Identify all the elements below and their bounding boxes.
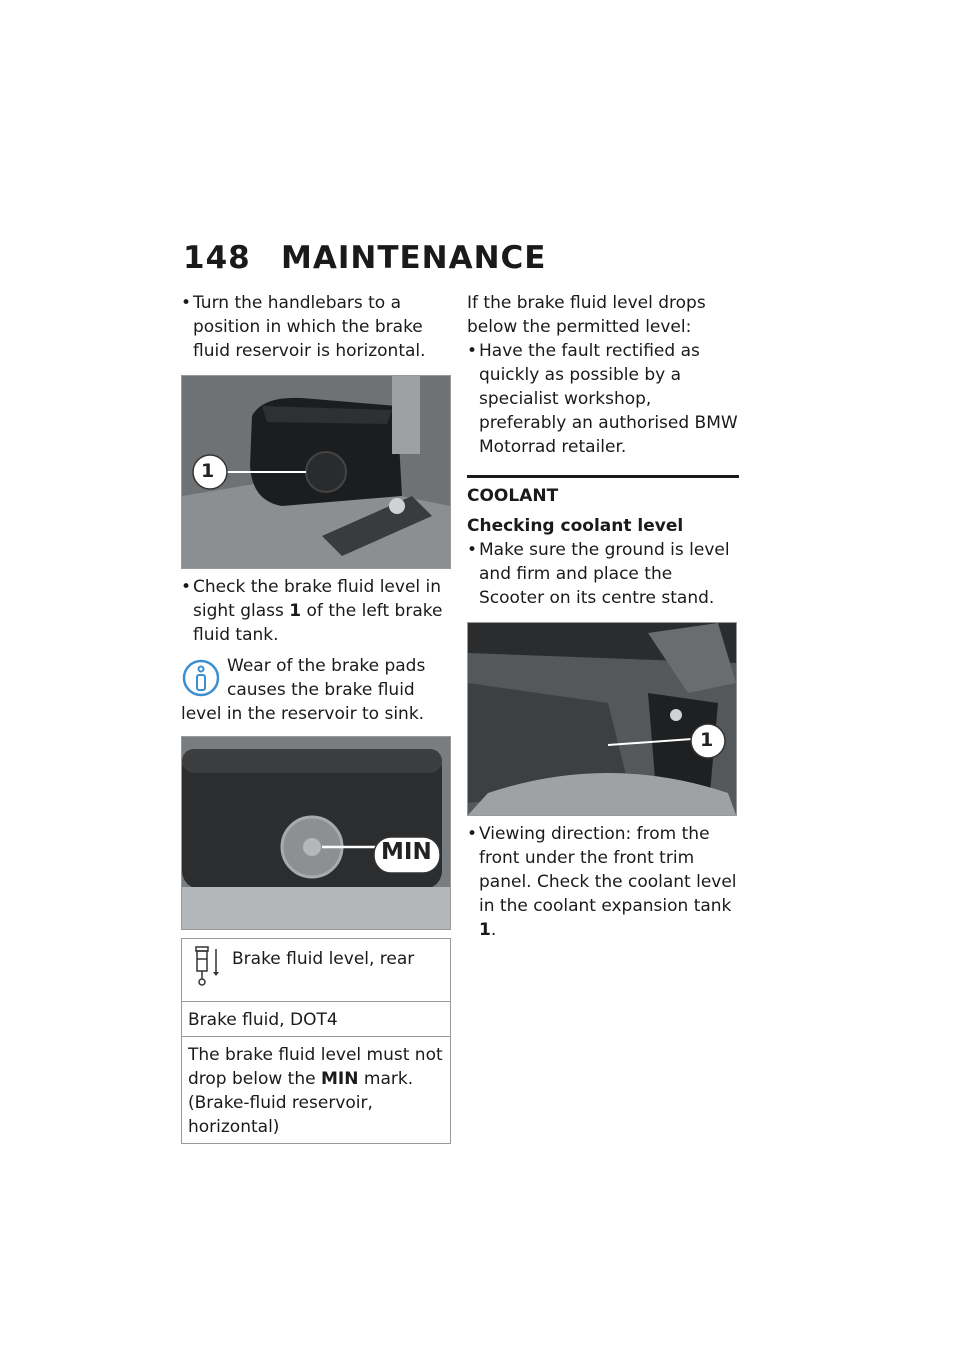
intro-text: If the brake fluid level drops below the… (467, 293, 706, 337)
list-item: •Turn the handlebars to a position in wh… (181, 293, 426, 361)
list-item: •Viewing direction: from the front under… (467, 824, 737, 940)
callout-label: MIN (381, 839, 432, 865)
callout-label: 1 (201, 460, 215, 482)
spec-row: The brake fluid level must not drop belo… (182, 1036, 450, 1143)
coolant-tank-photo: 1 (467, 622, 737, 816)
section-divider: COOLANT (467, 475, 739, 508)
brake-reservoir-illustration (182, 376, 450, 568)
info-note: Wear of the brake pads causes the brake … (181, 654, 451, 726)
spec-title: Brake fluid level, rear (232, 949, 415, 969)
list-item: •Check the brake fluid level in sight gl… (181, 577, 443, 645)
reference-number: 1 (289, 601, 302, 621)
info-icon (182, 659, 220, 697)
page-header: 148 MAINTENANCE (183, 240, 546, 276)
bullet-dot: • (181, 577, 192, 597)
bullet-dot: • (467, 540, 478, 560)
left-column: •Turn the handlebars to a position in wh… (181, 291, 451, 1144)
section-title: MAINTENANCE (281, 240, 547, 276)
bullet-dot: • (467, 341, 478, 361)
coolant-tank-illustration (468, 623, 736, 815)
brake-reservoir-photo: 1 (181, 375, 451, 569)
sight-glass-illustration (182, 737, 450, 929)
subsection-heading: Checking coolant level (467, 516, 684, 536)
callout-label: 1 (700, 729, 714, 751)
list-item: •Have the fault rectified as quickly as … (467, 341, 738, 457)
info-text-line: level in the reservoir to sink. (181, 704, 425, 724)
fluid-level-icon (195, 946, 219, 986)
spec-title-row: Brake fluid level, rear (182, 939, 450, 1001)
bullet-dot: • (467, 824, 478, 844)
right-column: If the brake fluid level drops below the… (467, 291, 739, 942)
bullet-dot: • (181, 293, 192, 313)
reference-number: 1 (479, 920, 491, 940)
section-heading: COOLANT (467, 486, 559, 506)
sight-glass-photo: MIN (181, 736, 451, 930)
list-item: •Make sure the ground is level and firm … (467, 540, 730, 608)
spec-row: Brake fluid, DOT4 (182, 1001, 450, 1036)
page-number: 148 (183, 240, 251, 276)
spec-table: Brake fluid level, rear Brake fluid, DOT… (181, 938, 451, 1144)
reference-mark: MIN (321, 1069, 359, 1089)
info-text-line: Wear of the brake pads causes the brake … (227, 656, 426, 700)
